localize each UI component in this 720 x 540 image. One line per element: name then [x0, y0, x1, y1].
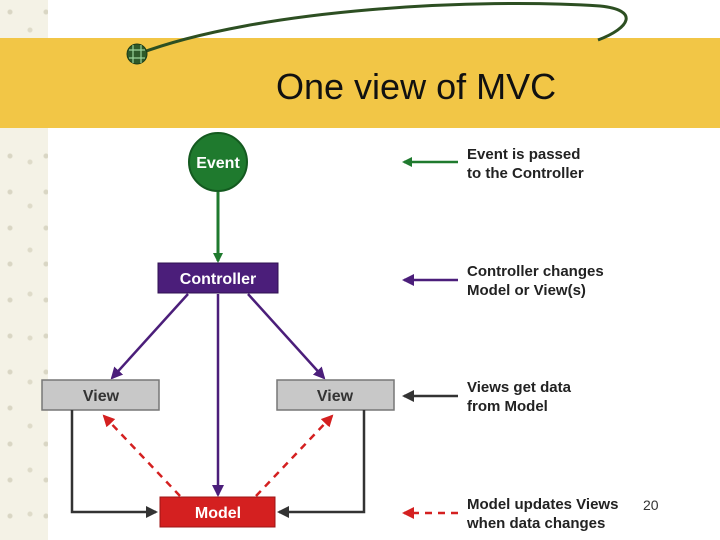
left-view-data-arrow	[70, 410, 158, 518]
model-to-left-view-update-arrow	[102, 414, 181, 497]
legend-model-line2: when data changes	[466, 515, 605, 532]
decorative-swoosh	[137, 2, 628, 56]
view-left-label: View	[83, 388, 120, 405]
legend-model-line1: Model updates Views	[467, 496, 618, 513]
view-right-label: View	[317, 388, 354, 405]
event-node	[188, 132, 248, 192]
right-view-data-arrow	[277, 410, 366, 518]
view-box-left	[41, 379, 160, 411]
model-label: Model	[195, 505, 241, 522]
event-label: Event	[196, 155, 240, 172]
controller-box	[157, 262, 279, 294]
legend-controller-line1: Controller changes	[467, 263, 604, 280]
controller-label: Controller	[180, 271, 256, 288]
legend-event-line2: to the Controller	[467, 165, 584, 182]
legend-event-line1: Event is passed	[467, 146, 580, 163]
view-box-right	[276, 379, 395, 411]
legend-views-line2: from Model	[467, 398, 548, 415]
model-to-right-view-update-arrow	[255, 414, 334, 497]
model-box	[159, 496, 276, 528]
slide-number: 20	[643, 497, 659, 513]
globe-icon	[126, 43, 148, 65]
controller-to-left-view-arrow	[110, 293, 189, 380]
legend-controller-line2: Model or View(s)	[467, 282, 586, 299]
title-band	[0, 38, 720, 128]
legend-views-line1: Views get data	[467, 379, 572, 396]
slide-title: One view of MVC	[276, 66, 557, 107]
controller-to-right-view-arrow	[247, 293, 326, 380]
